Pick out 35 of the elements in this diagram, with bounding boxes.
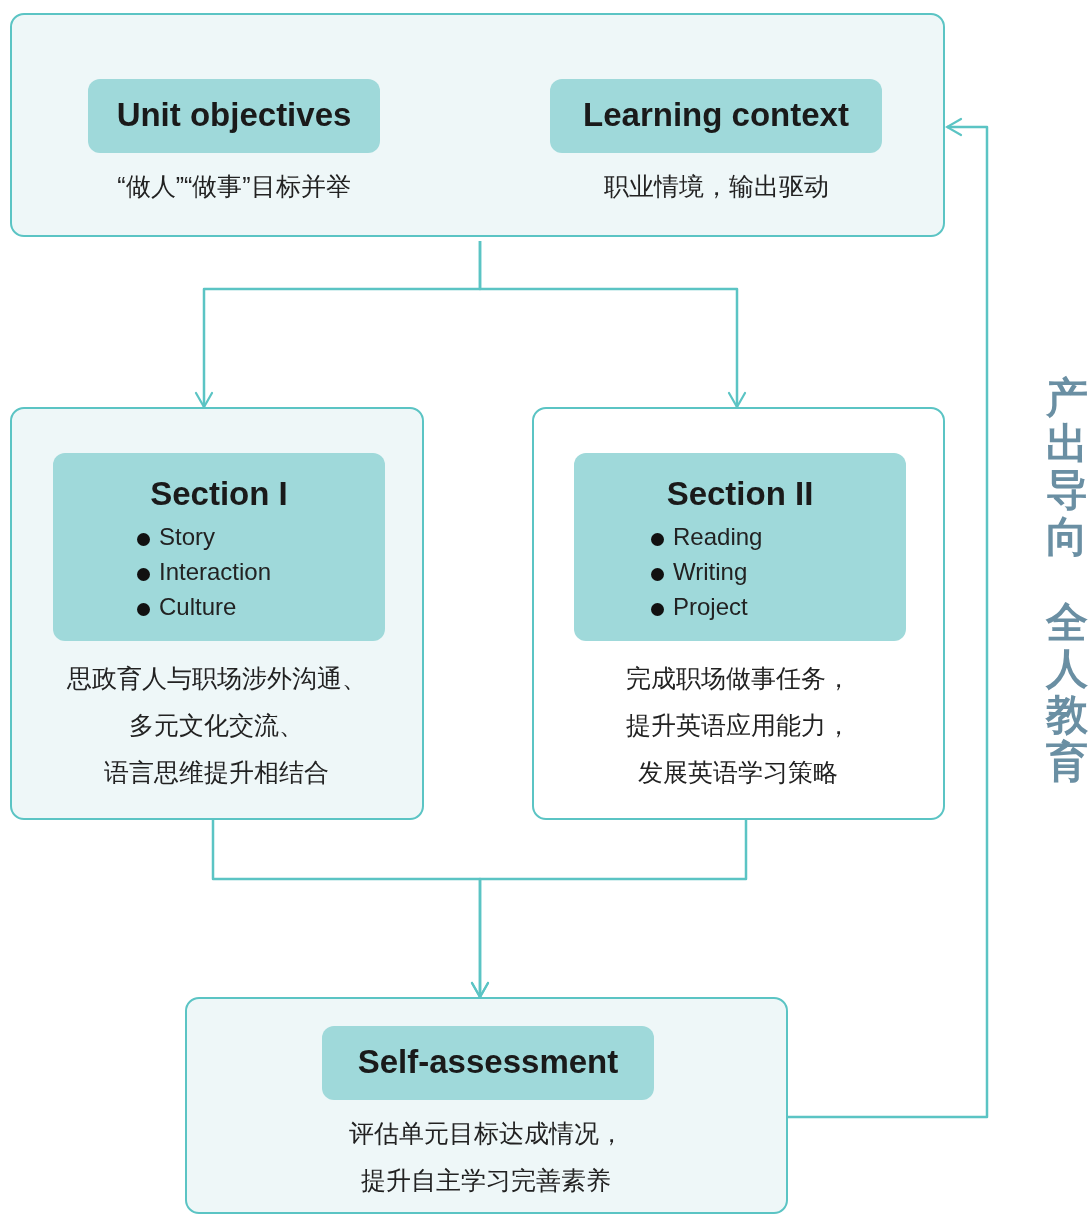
list-item: Culture — [159, 593, 237, 621]
arrow — [788, 117, 989, 1119]
arrow — [470, 820, 748, 999]
description: “做人”“做事”目标并举 — [116, 171, 352, 202]
list-item: Writing — [673, 558, 748, 586]
assessment-tab — [322, 1026, 654, 1100]
assessment-panel — [185, 997, 788, 1214]
description: 完成职场做事任务， — [624, 663, 852, 694]
description: 提升英语应用能力， — [624, 710, 852, 741]
description: 提升自主学习完善素养 — [360, 1165, 612, 1196]
section-title: Section I — [149, 475, 289, 513]
objective-tab — [88, 79, 380, 153]
section-panel — [532, 407, 945, 820]
description: 语言思维提升相结合 — [103, 757, 330, 788]
list-item: Interaction — [159, 558, 272, 586]
heading: Learning context — [582, 96, 850, 134]
description: 职业情境，输出驱动 — [602, 171, 830, 202]
description: 多元文化交流、 — [128, 710, 305, 741]
heading: Self-assessment — [356, 1043, 620, 1081]
side-label: 产出导向 — [1046, 375, 1088, 560]
section-card — [53, 453, 385, 641]
list-item: Story — [159, 523, 215, 551]
objectives-panel — [10, 13, 945, 237]
description: 评估单元目标达成情况， — [347, 1118, 625, 1149]
heading: Unit objectives — [115, 96, 353, 134]
list-item: Reading — [673, 523, 763, 551]
description: 发展英语学习策略 — [637, 757, 839, 788]
section-title: Section II — [665, 475, 815, 513]
context-tab — [550, 79, 882, 153]
description: 思政育人与职场涉外沟通、 — [65, 663, 368, 694]
section-card — [574, 453, 906, 641]
section-panel — [10, 407, 424, 820]
side-label: 全人教育 — [1046, 600, 1088, 785]
arrow — [478, 241, 747, 409]
list-item: Project — [673, 593, 748, 621]
